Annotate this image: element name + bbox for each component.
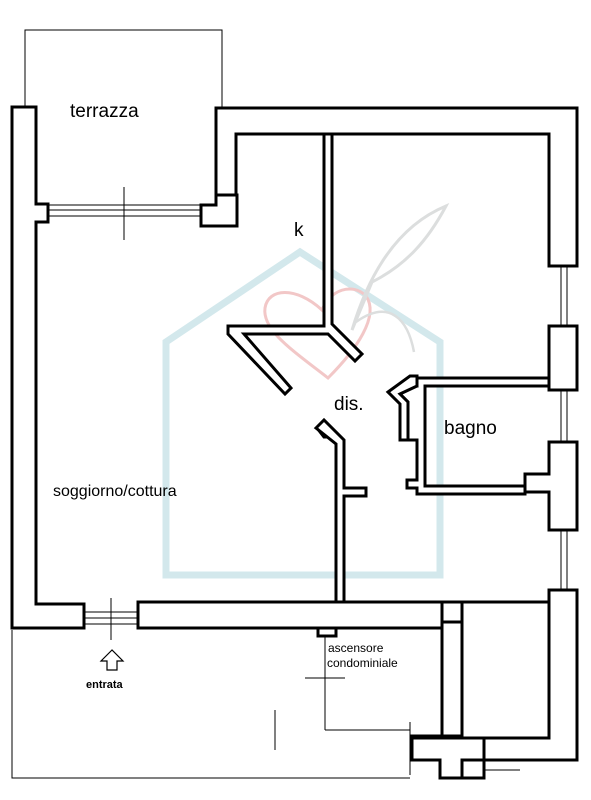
exterior-wall-bottom <box>137 419 579 780</box>
label-condominiale: condominiale <box>327 656 398 670</box>
room-label-soggiorno: soggiorno/cottura <box>53 483 177 500</box>
watermark-leaf-icon-2 <box>355 310 416 353</box>
wall-right-pier-2 <box>523 440 579 532</box>
exterior-wall-top-right <box>214 106 579 268</box>
wall-bottom-corridor <box>136 600 464 738</box>
room-label-disimpegno: dis. <box>334 394 364 415</box>
wall-landing-bottom <box>410 736 486 780</box>
terrace-wall-stub <box>199 193 239 228</box>
thin-lines <box>11 29 568 779</box>
kitchen-wall <box>226 132 365 397</box>
exterior-wall-left <box>10 105 86 630</box>
entrance-arrow-icon <box>99 649 125 671</box>
bathroom-door-jamb <box>385 374 419 442</box>
walls <box>10 105 579 780</box>
watermark-leaf-icon <box>350 203 450 331</box>
corridor-wall-left <box>313 417 368 604</box>
room-label-bagno: bagno <box>444 418 497 439</box>
entrance-landing-outline <box>11 630 410 779</box>
room-label-terrazza: terrazza <box>70 101 139 122</box>
label-ascensore: ascensore <box>328 641 384 655</box>
wall-right-pier <box>547 324 579 392</box>
terrace-outline <box>24 29 223 107</box>
elevator-stub <box>316 626 338 638</box>
watermark-house-outline <box>162 247 444 579</box>
room-label-kitchen: k <box>294 220 304 241</box>
label-entrata: entrata <box>86 679 124 691</box>
